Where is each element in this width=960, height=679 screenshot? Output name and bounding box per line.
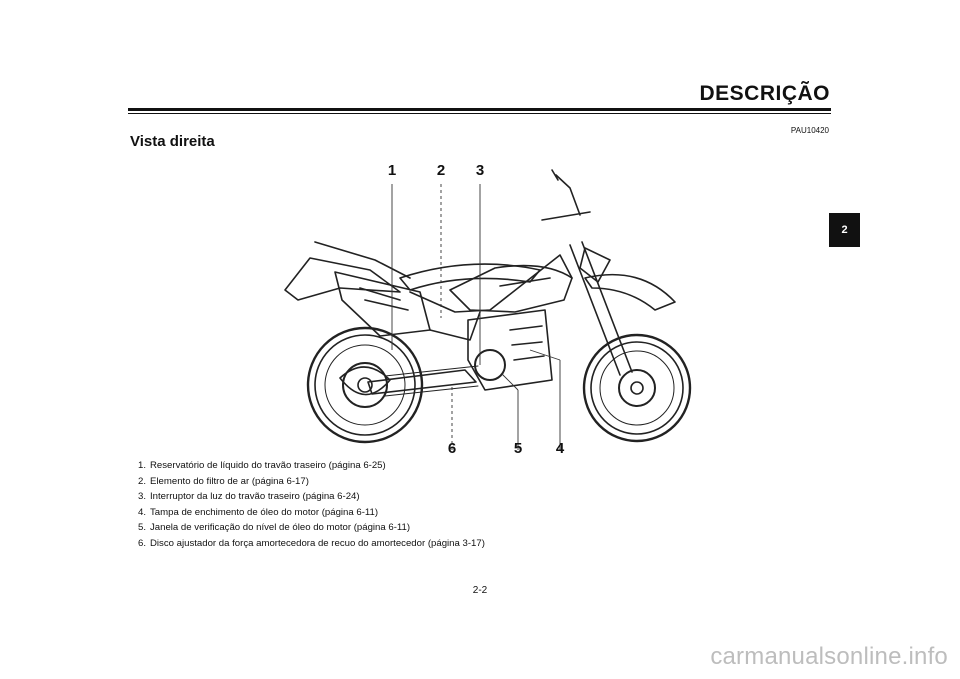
legend-item: 5.Janela de verificação do nível de óleo…: [138, 522, 411, 533]
legend-item: 2.Elemento do filtro de ar (página 6-17): [138, 475, 309, 487]
callout-1: 1: [387, 162, 397, 179]
callout-2: 2: [436, 162, 446, 179]
chapter-tab[interactable]: 2: [829, 213, 860, 247]
page-number: 2-2: [472, 585, 488, 596]
callout-3: 3: [475, 162, 485, 179]
header-title: DESCRIÇÃO: [699, 82, 830, 105]
header-rule-thin: [128, 112, 831, 114]
callout-6: 6: [447, 440, 457, 457]
callout-5: 5: [513, 440, 523, 457]
legend-item: 3.Interruptor da luz do travão traseiro …: [138, 491, 360, 502]
legend-item: 1.Reservatório de líquido do travão tras…: [138, 460, 386, 471]
watermark: carmanualsonline.info: [710, 643, 948, 670]
callout-4: 4: [555, 440, 565, 457]
document-code: PAU10420: [790, 126, 829, 135]
legend-item: 4.Tampa de enchimento de óleo do motor (…: [138, 506, 379, 518]
legend-item: 6.Disco ajustador da força amortecedora …: [138, 537, 485, 549]
parts-legend: 1.Reservatório de líquido do travão tras…: [138, 458, 498, 551]
section-title: Vista direita: [130, 133, 215, 150]
header-rule: [128, 108, 831, 111]
motorcycle-illustration: [284, 169, 692, 450]
